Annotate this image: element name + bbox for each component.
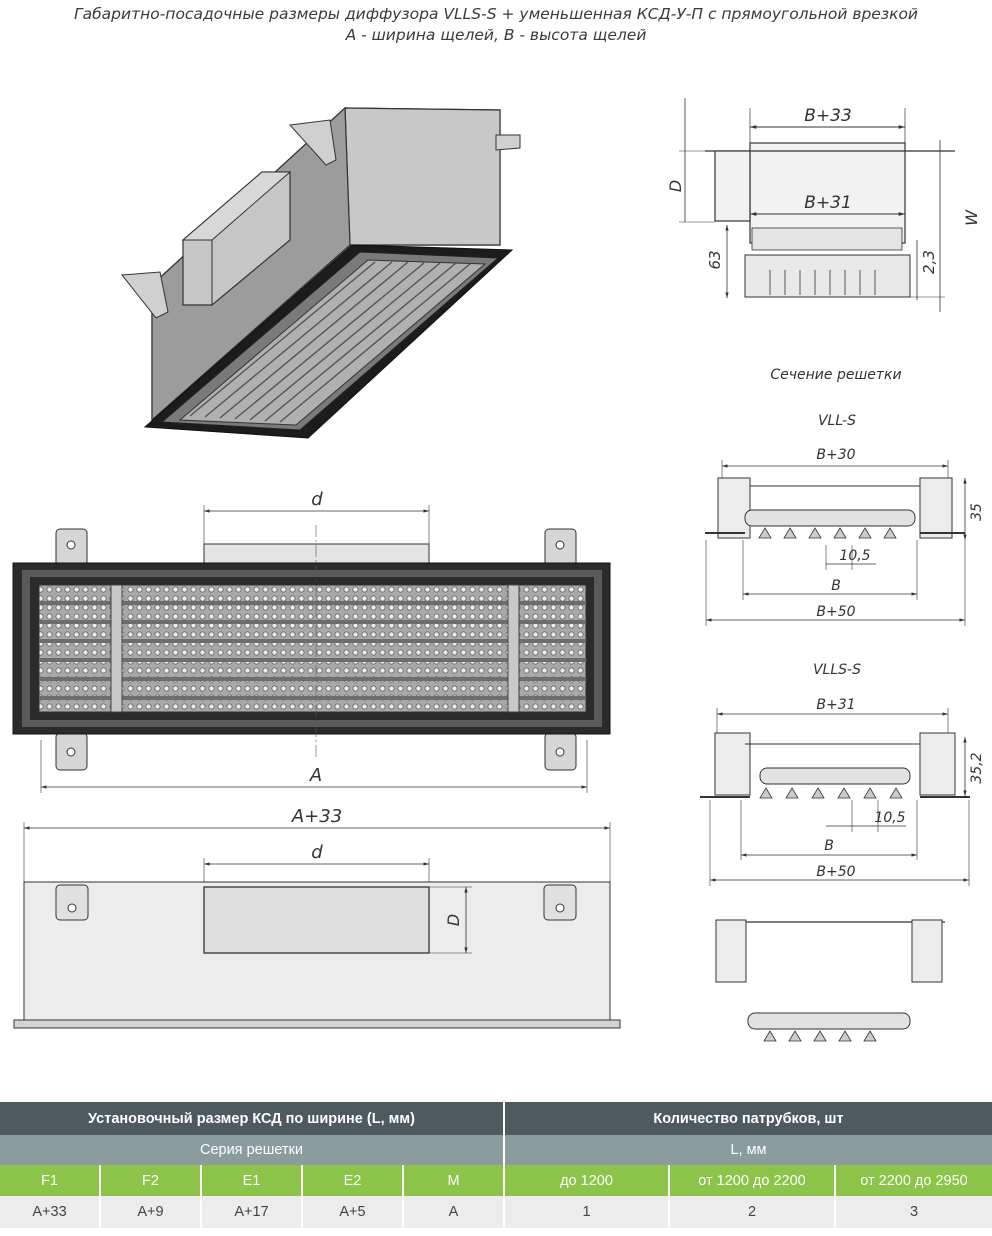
table-columns-row: F1 F2 E1 E2 M до 1200 от 1200 до 2200 от… (0, 1165, 992, 1196)
title-line-1: Габаритно-посадочные размеры диффузора V… (73, 5, 919, 23)
vll-dim-35: 35 (969, 503, 985, 521)
cell-f1: A+33 (0, 1196, 100, 1228)
dim-W: W (962, 209, 981, 226)
col-up-to-1200: до 1200 (503, 1165, 669, 1196)
subheader-grille-series: Серия решетки (0, 1135, 504, 1165)
col-e1: E1 (200, 1165, 302, 1196)
col-2200-2950: от 2200 до 2950 (834, 1165, 992, 1196)
label-vlls-s: VLLS-S (813, 662, 861, 678)
page-title: Габаритно-посадочные размеры диффузора V… (0, 4, 992, 46)
isometric-view (121, 106, 521, 439)
vll-dim-b: B (831, 578, 841, 594)
spec-table: Установочный размер КСД по ширине (L, мм… (0, 1102, 992, 1228)
section-caption: Сечение решетки (770, 367, 901, 383)
dim-b31: B+31 (804, 193, 852, 213)
title-line-2: А - ширина щелей, В - высота щелей (345, 26, 647, 44)
cell-m: A (402, 1196, 504, 1228)
exploded-detail (715, 919, 945, 1042)
rear-dim-d: d (311, 842, 323, 863)
vlls-s-section (700, 708, 970, 886)
header-install-size: Установочный размер КСД по ширине (L, мм… (0, 1102, 504, 1135)
vlls-dim-b: B (824, 838, 834, 854)
cell-1200-2200: 2 (668, 1196, 835, 1228)
rear-dim-a33: A+33 (291, 806, 342, 827)
cell-f2: A+9 (99, 1196, 201, 1228)
cell-e2: A+5 (301, 1196, 403, 1228)
vll-dim-b30: B+30 (816, 447, 855, 463)
table-subheader-row: Серия решетки L, мм (0, 1135, 992, 1165)
dim-2-3: 2,3 (920, 250, 938, 274)
vll-s-section (705, 460, 967, 626)
col-1200-2200: от 1200 до 2200 (668, 1165, 835, 1196)
technical-drawing: B+33 B+31 D W 63 2,3 Сечение решетки VLL… (12, 98, 985, 1042)
col-m: M (402, 1165, 504, 1196)
table-header-row: Установочный размер КСД по ширине (L, мм… (0, 1102, 992, 1135)
vll-dim-b50: B+50 (816, 604, 855, 620)
col-f1: F1 (0, 1165, 100, 1196)
vlls-dim-35-2: 35,2 (969, 752, 985, 783)
cell-2200-2950: 3 (834, 1196, 992, 1228)
cell-up-to-1200: 1 (503, 1196, 669, 1228)
table-row: A+33 A+9 A+17 A+5 A 1 2 3 (0, 1196, 992, 1228)
dim-63: 63 (706, 250, 724, 269)
top-right-section (679, 98, 955, 312)
vlls-dim-b50: B+50 (816, 864, 855, 880)
front-view (12, 505, 611, 793)
col-e2: E2 (301, 1165, 403, 1196)
rear-dim-D: D (444, 914, 463, 926)
vlls-dim-b31: B+31 (816, 697, 855, 713)
label-vll-s: VLL-S (818, 413, 856, 429)
vlls-dim-10-5: 10,5 (874, 810, 905, 826)
dim-b33: B+33 (804, 106, 852, 126)
dim-D-side: D (666, 180, 685, 192)
rear-view (13, 822, 621, 1029)
col-f2: F2 (99, 1165, 201, 1196)
front-dim-d: d (311, 489, 323, 510)
front-dim-a: A (309, 765, 322, 786)
subheader-l-mm: L, мм (503, 1135, 992, 1165)
cell-e1: A+17 (200, 1196, 302, 1228)
header-nozzle-count: Количество патрубков, шт (503, 1102, 992, 1135)
vll-dim-10-5: 10,5 (839, 548, 870, 564)
